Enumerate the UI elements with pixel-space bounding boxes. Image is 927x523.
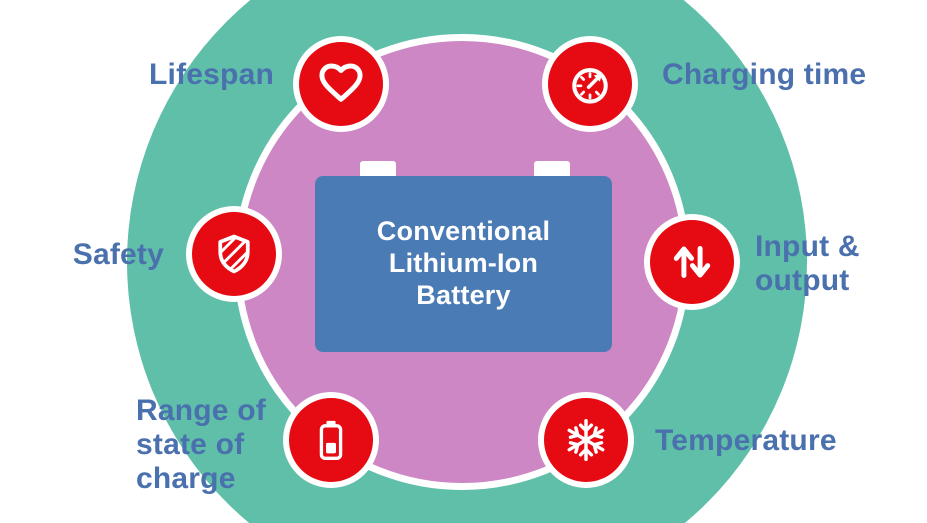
- lifespan-label: Lifespan: [96, 58, 274, 92]
- input-output-badge: [644, 214, 740, 310]
- safety-label-line: Safety: [72, 238, 164, 271]
- charging-time-badge: [542, 36, 638, 132]
- battery-icon: [319, 420, 343, 460]
- temperature-badge: [538, 392, 634, 488]
- snowflake-icon: [567, 418, 605, 462]
- battery-terminal-left: [360, 161, 396, 177]
- input-output-label-line: output: [755, 263, 850, 297]
- charging-time-label: Charging time: [662, 58, 866, 92]
- shield-icon: [218, 234, 250, 274]
- range-label-line: Range of: [136, 394, 266, 427]
- lifespan-label-line: Lifespan: [149, 58, 274, 91]
- lifespan-badge: [293, 36, 389, 132]
- range-of-state-of-charge-badge: [283, 392, 379, 488]
- battery-terminal-right: [534, 161, 570, 177]
- safety-badge: [186, 206, 282, 302]
- arrows-up-down-icon: [673, 246, 711, 278]
- temperature-label-line: Temperature: [655, 424, 837, 457]
- range-of-state-of-charge-label: Range of state of charge: [136, 394, 266, 496]
- input-output-label: Input & output: [755, 230, 860, 298]
- center-title-line: Lithium-Ion: [388, 248, 539, 279]
- center-title-line: Battery: [416, 279, 511, 310]
- heart-icon: [319, 63, 363, 102]
- input-output-label-line: Input &: [755, 230, 860, 263]
- safety-label: Safety: [28, 238, 164, 272]
- range-label-line: state of: [136, 427, 245, 461]
- charging-time-label-line: Charging time: [662, 58, 867, 91]
- temperature-label: Temperature: [655, 424, 837, 458]
- range-label-line: charge: [136, 461, 236, 495]
- center-title-line: Conventional: [376, 216, 551, 247]
- stopwatch-icon: [572, 68, 608, 104]
- battery-body: Conventional Lithium-Ion Battery: [315, 176, 612, 352]
